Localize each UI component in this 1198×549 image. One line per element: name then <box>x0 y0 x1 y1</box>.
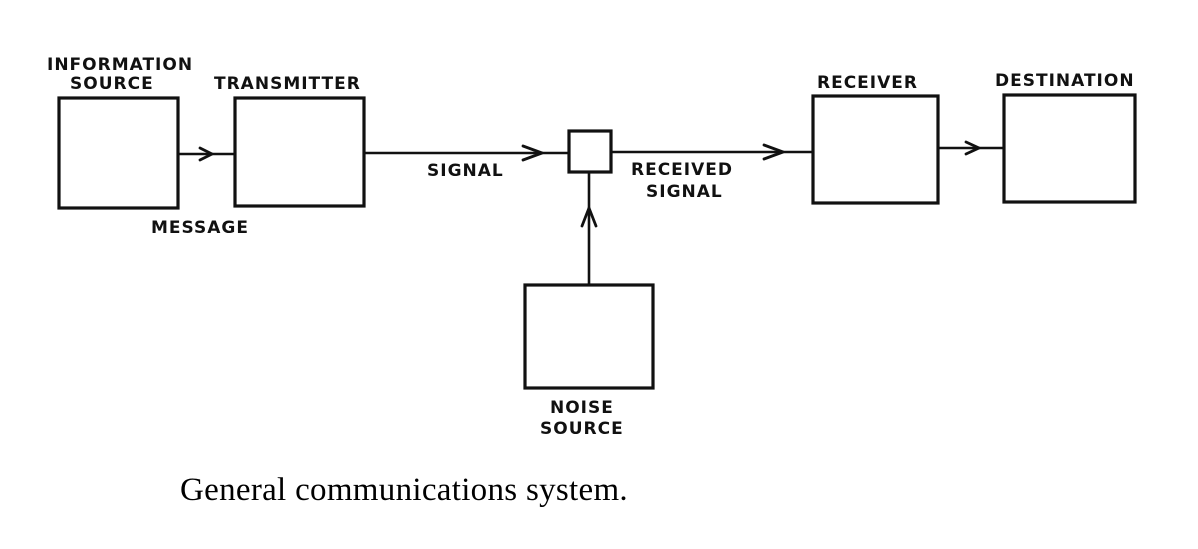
noise-source-node: NOISE SOURCE <box>523 283 655 439</box>
message-edge: MESSAGE <box>151 146 249 238</box>
noise-source-label-line1: NOISE <box>550 398 614 418</box>
received-signal-label-line2: SIGNAL <box>646 182 723 202</box>
received-signal-label-line1: RECEIVED <box>631 160 733 180</box>
signal-arrowhead-icon <box>521 144 544 162</box>
noise-junction-box <box>567 129 613 174</box>
transmitter-node: TRANSMITTER <box>214 74 366 208</box>
destination-label: DESTINATION <box>995 71 1135 91</box>
output-arrowhead-icon <box>964 140 981 156</box>
receiver-box <box>811 94 940 205</box>
signal-label: SIGNAL <box>427 161 504 181</box>
transmitter-label: TRANSMITTER <box>214 74 361 94</box>
transmitter-box <box>233 96 366 208</box>
message-arrowhead-icon <box>198 146 214 162</box>
destination-box <box>1002 93 1137 204</box>
output-edge <box>938 140 1003 156</box>
noise-arrowhead-icon <box>580 206 598 228</box>
information-source-label-line1: INFORMATION <box>47 55 193 75</box>
receiver-node: RECEIVER <box>811 73 940 205</box>
noise-source-box <box>523 283 655 390</box>
message-label: MESSAGE <box>151 218 249 238</box>
destination-node: DESTINATION <box>995 71 1137 204</box>
received-signal-edge: RECEIVED SIGNAL <box>611 143 813 202</box>
received-signal-arrowhead-icon <box>762 143 785 161</box>
information-source-node: INFORMATION SOURCE <box>47 55 193 210</box>
information-source-label-line2: SOURCE <box>70 74 154 94</box>
noise-source-label-line2: SOURCE <box>540 419 624 439</box>
receiver-label: RECEIVER <box>817 73 918 93</box>
noise-edge <box>580 172 598 284</box>
figure-caption: General communications system. <box>180 472 628 508</box>
information-source-box <box>57 96 180 210</box>
signal-edge: SIGNAL <box>364 144 568 181</box>
